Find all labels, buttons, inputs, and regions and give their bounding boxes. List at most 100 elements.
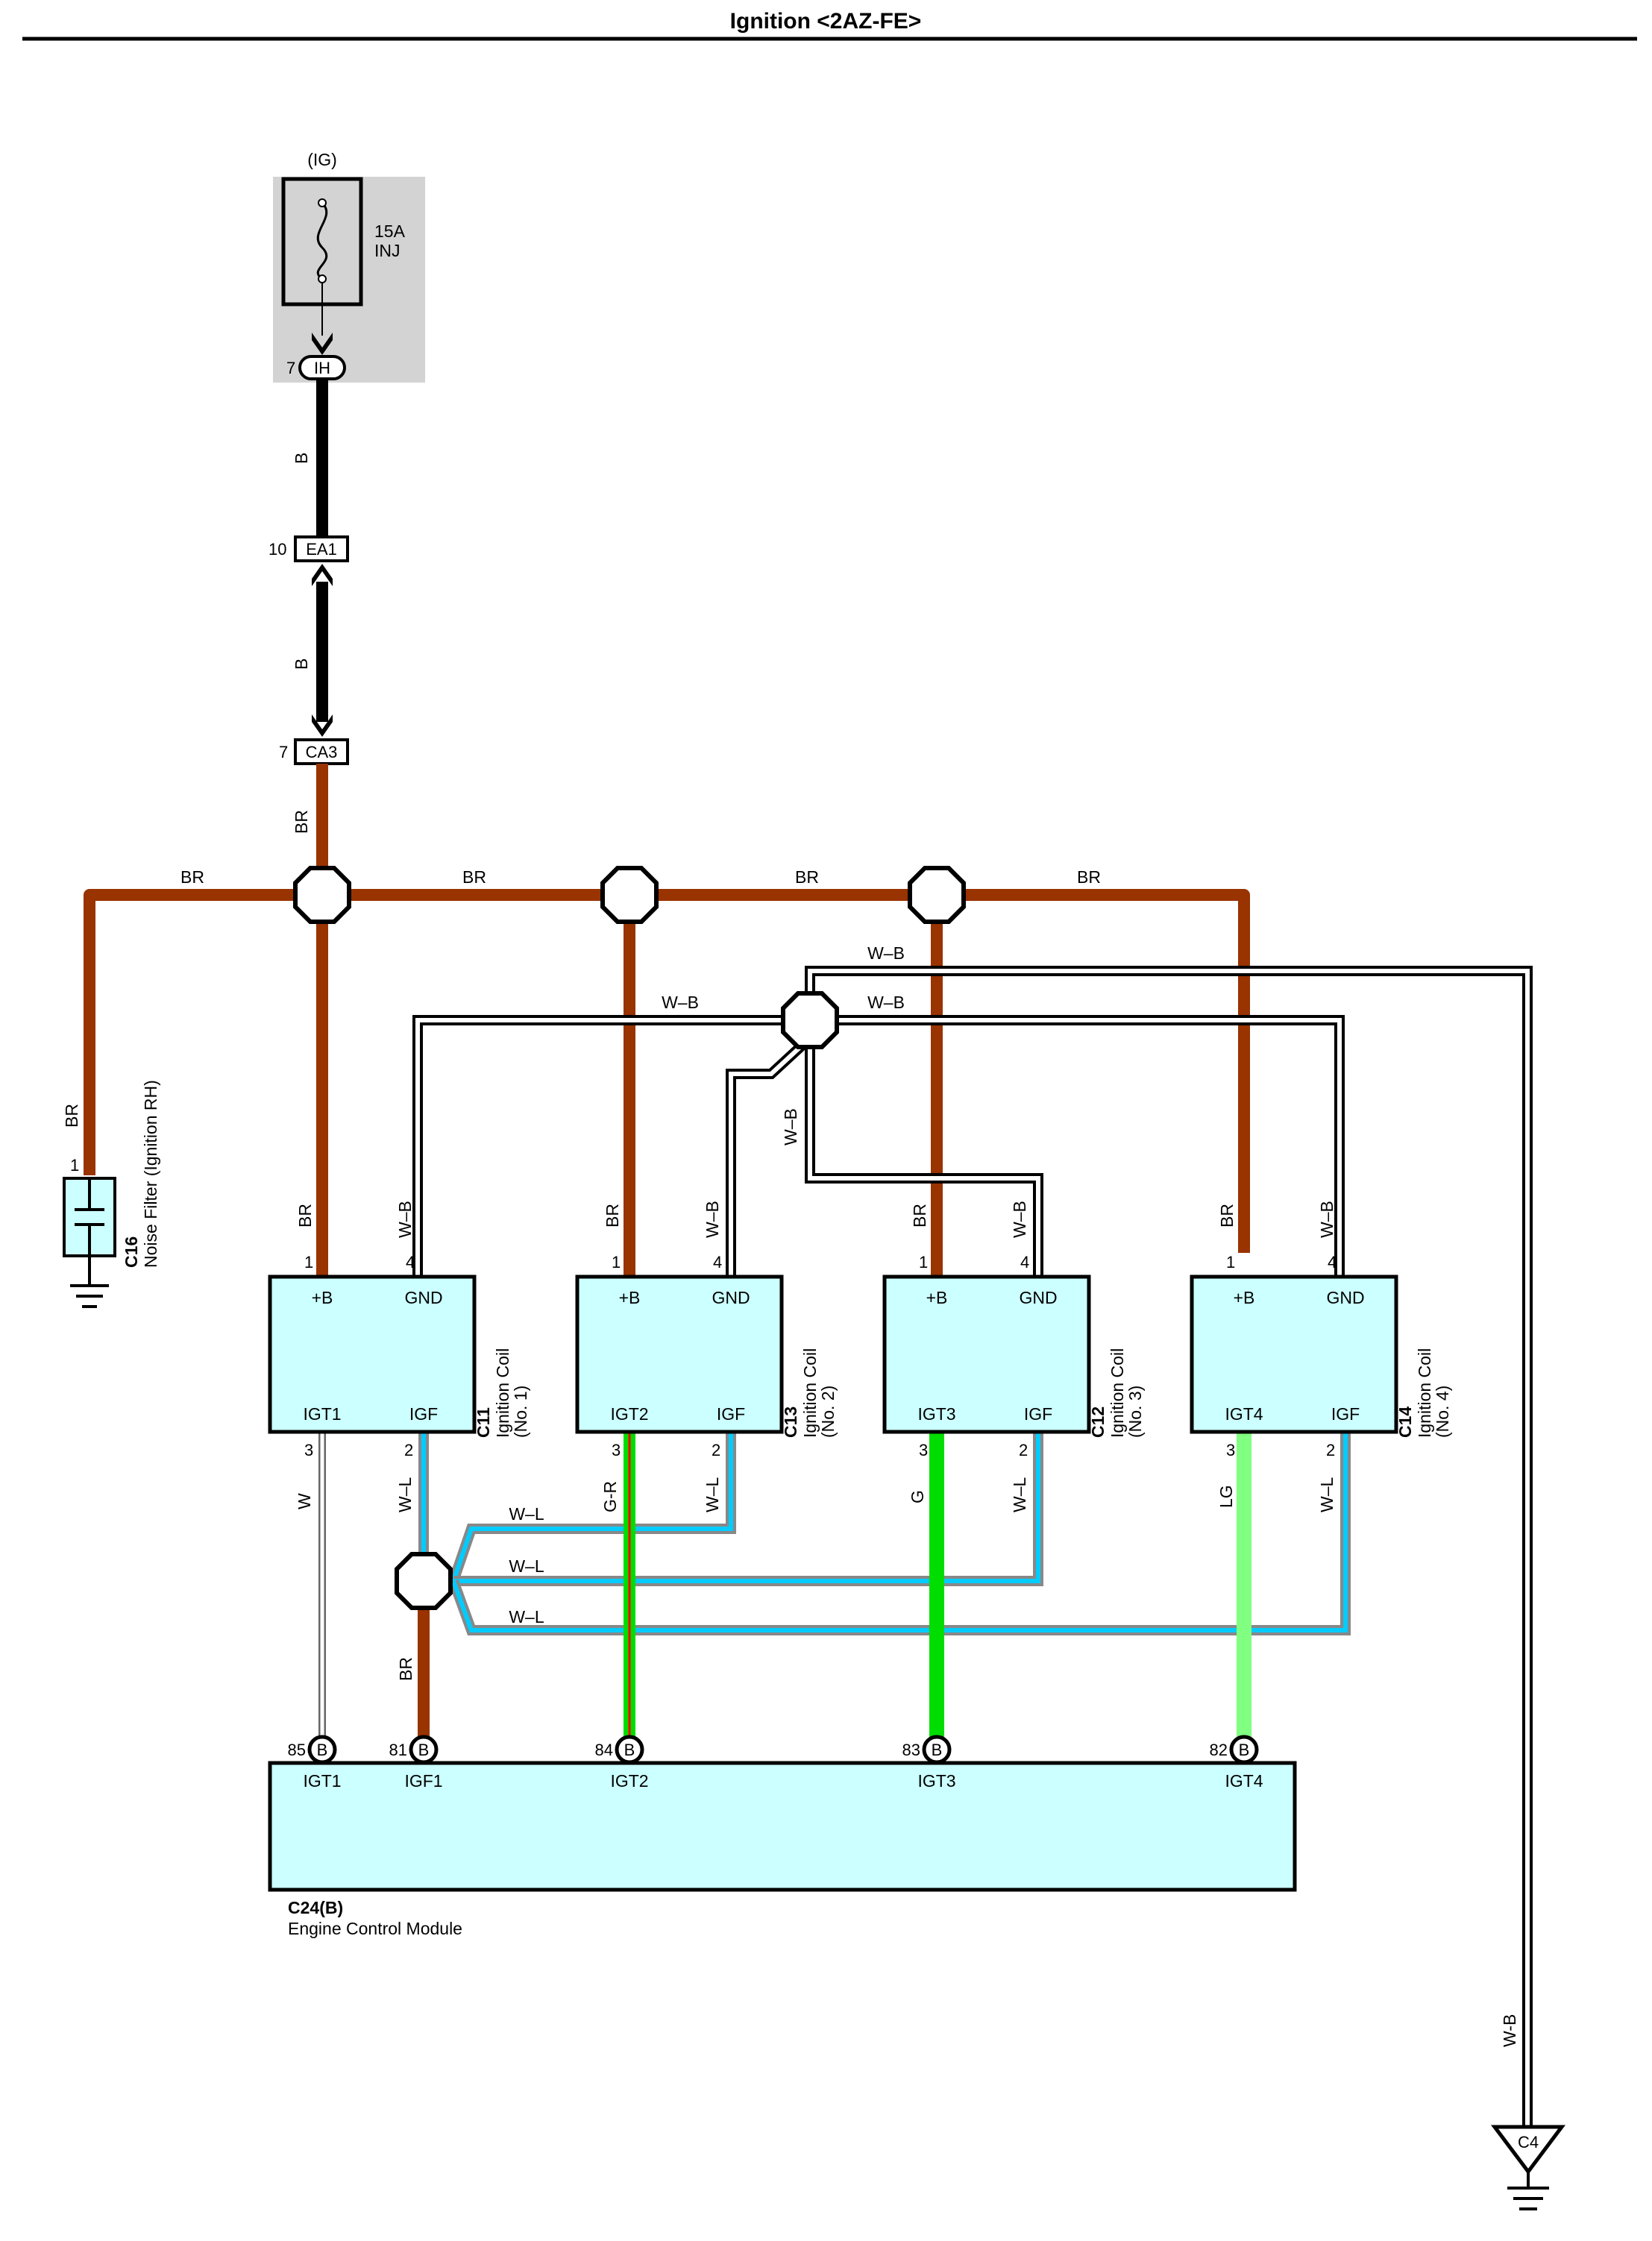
bus-label-1: BR [180, 867, 204, 887]
ground-icon [1507, 2172, 1549, 2210]
ecm-pin-marker [307, 1735, 337, 1764]
arrow-down-icon [312, 714, 333, 737]
wl-label-3: W–L [509, 1607, 544, 1626]
coil-pin-igt: 3 [1226, 1441, 1235, 1459]
fuse-name: INJ [374, 241, 401, 260]
coil-wire-pwr: BR [603, 1204, 622, 1228]
wire-label-nf: BR [62, 1104, 81, 1128]
connector-ca3-code: CA3 [306, 743, 338, 761]
ecm-pin-number: 81 [389, 1741, 407, 1759]
coil-wire-gnd: W–B [1010, 1201, 1029, 1238]
igf-wiring [418, 1432, 1351, 1635]
wb-label-4: W–B [781, 1108, 800, 1145]
connector-ea1-pin: 10 [268, 540, 286, 559]
coil-wire-igf: W–L [1317, 1477, 1337, 1513]
ecm-pin-number: 82 [1210, 1741, 1228, 1759]
coil-pwr-label: +B [926, 1288, 948, 1307]
bus-label-2: BR [462, 867, 486, 887]
wb-label-c4: W-B [1500, 2014, 1519, 2047]
coil-pwr-label: +B [1234, 1288, 1255, 1307]
coil-pin-igf: 2 [712, 1441, 720, 1459]
wire-label-ea1-ca3: B [292, 659, 311, 670]
coil-name: Ignition Coil [1415, 1348, 1434, 1438]
coil-pin-pwr: 1 [919, 1253, 928, 1272]
coil-pin-igt: 3 [612, 1441, 621, 1459]
ignition-coil-1 [268, 1274, 477, 1434]
coil-code: C14 [1395, 1406, 1415, 1438]
fuse-block-shade [273, 177, 425, 383]
coil-wire-igf: W–L [395, 1477, 415, 1513]
wire-label-igt3: G [908, 1490, 927, 1503]
coil-igf-label: IGF [1024, 1404, 1052, 1424]
coil-number: (No. 2) [818, 1386, 838, 1438]
ecm-pin-label: IGT2 [610, 1771, 648, 1791]
coil-number: (No. 1) [511, 1386, 530, 1438]
coil-code: C13 [781, 1406, 800, 1438]
ground-c4-code: C4 [1518, 2133, 1539, 2152]
ecm-pin-number: 83 [902, 1741, 920, 1759]
coil-wire-pwr: BR [1217, 1204, 1237, 1228]
bus-label-3: BR [795, 867, 819, 887]
coil-pin-pwr: 1 [1226, 1253, 1235, 1272]
connector-ea1 [294, 535, 349, 562]
coil-igt-label: IGT3 [917, 1404, 955, 1424]
wire-label-igt4: LG [1216, 1485, 1236, 1508]
ecm-pin-marker [615, 1735, 644, 1764]
connector-ea1-code: EA1 [306, 540, 337, 559]
capacitor-icon [75, 1178, 104, 1268]
connector-ih-pin: 7 [286, 359, 295, 377]
ignition-coil-3 [882, 1274, 1091, 1434]
ecm-pin-marker [922, 1735, 952, 1764]
coil-wire-igf: W–L [1010, 1477, 1029, 1513]
wire-label-igf-ecm: BR [396, 1657, 415, 1681]
coil-number: (No. 3) [1125, 1386, 1145, 1438]
noise-filter-pin: 1 [70, 1156, 79, 1175]
coil-igt-label: IGT2 [610, 1404, 648, 1424]
wire-label-igt1: W [295, 1493, 314, 1509]
coil-gnd-label: GND [404, 1288, 442, 1307]
coil-pin-igt: 3 [919, 1441, 928, 1459]
wb-label-3: W–B [867, 993, 905, 1012]
coil-wire-igf: W–L [703, 1477, 722, 1513]
page-title: Ignition <2AZ-FE> [730, 9, 922, 34]
coil-code: C12 [1088, 1406, 1108, 1438]
fuse-rating: 15A [374, 221, 406, 241]
ignition-coil-4 [1190, 1274, 1398, 1434]
wl-label-2: W–L [509, 1556, 544, 1576]
coil-name: Ignition Coil [493, 1348, 512, 1438]
coil-pin-gnd: 4 [1020, 1253, 1029, 1272]
coil-name: Ignition Coil [1108, 1348, 1127, 1438]
ecm-pin-marker [1229, 1735, 1259, 1764]
coil-pin-igf: 2 [1326, 1441, 1335, 1459]
splice-points [293, 866, 966, 1610]
ecm-pin-connector: B [418, 1741, 430, 1759]
ecm-pin-label: IGT3 [917, 1771, 955, 1791]
connector-ca3 [294, 738, 349, 765]
ecm-pin-number: 85 [288, 1741, 306, 1759]
ground-c4 [1491, 2125, 1565, 2175]
coil-igf-label: IGF [1331, 1404, 1360, 1424]
coil-pin-igf: 2 [1019, 1441, 1028, 1459]
ecm-pin-number: 84 [595, 1741, 613, 1759]
coil-igt-label: IGT4 [1225, 1404, 1263, 1424]
noise-filter-name: Noise Filter (Ignition RH) [141, 1080, 160, 1268]
coil-wire-pwr: BR [295, 1204, 315, 1228]
coil-code: C11 [474, 1407, 493, 1438]
coil-pin-pwr: 1 [612, 1253, 621, 1272]
ecm-pin-label: IGT4 [1225, 1771, 1263, 1791]
coil-pin-gnd: 4 [406, 1253, 415, 1272]
connector-ca3-pin: 7 [279, 743, 288, 761]
coil-pin-gnd: 4 [1328, 1253, 1337, 1272]
fuse-icon [316, 201, 328, 280]
